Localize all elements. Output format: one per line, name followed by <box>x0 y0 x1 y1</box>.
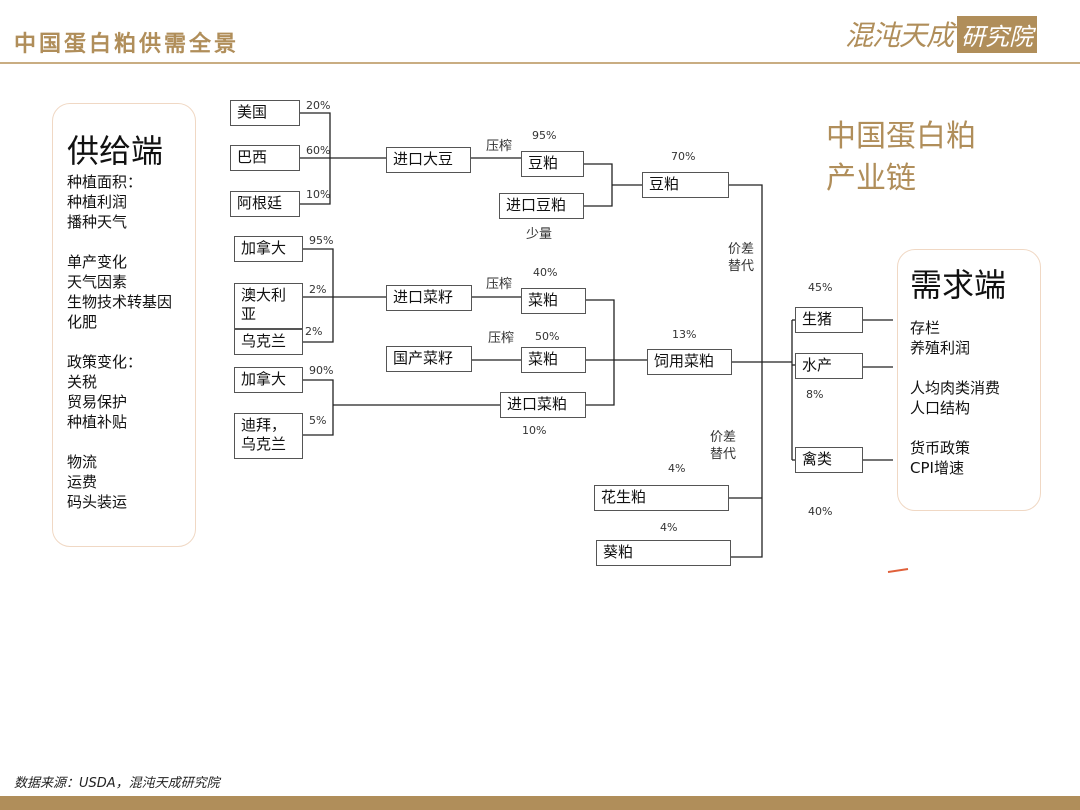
demand-item: 货币政策 <box>910 439 971 457</box>
node-australia-label: 澳大利亚 <box>241 286 287 323</box>
pct-australia: 2% <box>309 283 327 296</box>
pct-us: 20% <box>306 99 331 112</box>
node-peanut-meal: 花生粕 <box>594 485 729 511</box>
supply-item: 种植补贴 <box>67 413 128 431</box>
supply-item: 政策变化： <box>67 353 143 371</box>
supply-item: 单产变化 <box>67 253 128 271</box>
demand-panel: 需求端 存栏 养殖利润 人均肉类消费 人口结构 货币政策 CPI增速 <box>897 249 1041 511</box>
supply-item: 物流 <box>67 453 98 471</box>
diagram-title-line: 中国蛋白粕 <box>826 119 976 154</box>
logo-text: 混沌天成 <box>845 19 954 52</box>
pct-brazil: 60% <box>306 144 331 157</box>
pct-soymeal-total: 70% <box>671 150 696 163</box>
demand-item: 人口结构 <box>910 399 971 417</box>
supply-item: 码头装运 <box>67 493 128 511</box>
label-substitute-2-line: 价差 <box>710 430 737 445</box>
pct-canada-1: 95% <box>309 234 334 247</box>
logo-box-text: 研究院 <box>957 15 1038 53</box>
supply-item: 化肥 <box>67 313 98 331</box>
node-dubai-ukraine-label: 迪拜，乌克兰 <box>241 416 287 453</box>
pct-peanut-meal: 4% <box>668 462 686 475</box>
pct-poultry: 40% <box>808 505 833 518</box>
supply-item: 种植面积： <box>67 173 143 191</box>
page-title: 中国蛋白粕供需全景 <box>14 31 240 57</box>
node-dubai-ukraine: 迪拜，乌克兰 <box>234 413 303 459</box>
label-press-1: 压榨 <box>486 139 513 154</box>
node-poultry: 禽类 <box>795 447 863 473</box>
pct-imported-rapemeal: 10% <box>522 424 547 437</box>
label-substitute-1-line: 替代 <box>728 259 755 274</box>
label-substitute-1: 价差 替代 <box>728 241 754 275</box>
node-feed-rapemeal: 饲用菜粕 <box>647 349 732 375</box>
label-press-2: 压榨 <box>486 277 513 292</box>
pct-hog: 45% <box>808 281 833 294</box>
node-canada-2: 加拿大 <box>234 367 303 393</box>
label-small-amount: 少量 <box>526 227 553 242</box>
diagram-title: 中国蛋白粕 产业链 <box>826 116 976 200</box>
header-divider <box>0 62 1080 64</box>
node-ukraine-1: 乌克兰 <box>234 329 303 355</box>
pct-ukraine-1: 2% <box>305 325 323 338</box>
node-canada-1: 加拿大 <box>234 236 303 262</box>
supply-item: 运费 <box>67 473 98 491</box>
pct-soymeal-1: 95% <box>532 129 557 142</box>
pct-aquaculture: 8% <box>806 388 824 401</box>
diagram-title-line: 产业链 <box>826 161 916 196</box>
node-domestic-rapeseed: 国产菜籽 <box>386 346 472 372</box>
node-imported-rapemeal: 进口菜粕 <box>500 392 586 418</box>
demand-title: 需求端 <box>910 266 1007 304</box>
node-imported-soybean: 进口大豆 <box>386 147 471 173</box>
label-press-3: 压榨 <box>488 331 515 346</box>
demand-item: 养殖利润 <box>910 339 971 357</box>
supply-item: 关税 <box>67 373 98 391</box>
node-aquaculture: 水产 <box>795 353 863 379</box>
supply-item: 播种天气 <box>67 213 128 231</box>
node-brazil: 巴西 <box>230 145 300 171</box>
footer-bar <box>0 796 1080 810</box>
pct-rapemeal-2: 50% <box>535 330 560 343</box>
pct-rapemeal-1: 40% <box>533 266 558 279</box>
node-rapemeal-2: 菜粕 <box>521 347 586 373</box>
label-substitute-2-line: 替代 <box>710 447 737 462</box>
demand-item: 存栏 <box>910 319 941 337</box>
node-australia: 澳大利亚 <box>234 283 303 329</box>
pct-sunflower-meal: 4% <box>660 521 678 534</box>
label-substitute-2: 价差 替代 <box>710 429 736 463</box>
node-hog: 生猪 <box>795 307 863 333</box>
node-soymeal-total: 豆粕 <box>642 172 729 198</box>
node-rapemeal-1: 菜粕 <box>521 288 586 314</box>
pct-argentina: 10% <box>306 188 331 201</box>
pct-feed-rapemeal: 13% <box>672 328 697 341</box>
node-imported-soymeal: 进口豆粕 <box>499 193 584 219</box>
pct-canada-2: 90% <box>309 364 334 377</box>
supply-item: 种植利润 <box>67 193 128 211</box>
supply-panel: 供给端 种植面积： 种植利润 播种天气 单产变化 天气因素 生物技术转基因 化肥… <box>52 103 196 547</box>
node-argentina: 阿根廷 <box>230 191 300 217</box>
node-us: 美国 <box>230 100 300 126</box>
supply-item: 生物技术转基因 <box>67 293 173 311</box>
label-substitute-1-line: 价差 <box>728 242 755 257</box>
node-imported-rapeseed: 进口菜籽 <box>386 285 472 311</box>
red-accent-mark <box>887 568 909 573</box>
brand-logo: 混沌天成 研究院 <box>845 15 1038 53</box>
supply-item: 天气因素 <box>67 273 128 291</box>
supply-item: 贸易保护 <box>67 393 128 411</box>
data-source: 数据来源：USDA，混沌天成研究院 <box>14 776 220 791</box>
node-soymeal-1: 豆粕 <box>521 151 584 177</box>
supply-title: 供给端 <box>67 132 164 170</box>
pct-dubai-ukraine: 5% <box>309 414 327 427</box>
demand-item: CPI增速 <box>910 459 964 477</box>
node-sunflower-meal: 葵粕 <box>596 540 731 566</box>
demand-item: 人均肉类消费 <box>910 379 1001 397</box>
